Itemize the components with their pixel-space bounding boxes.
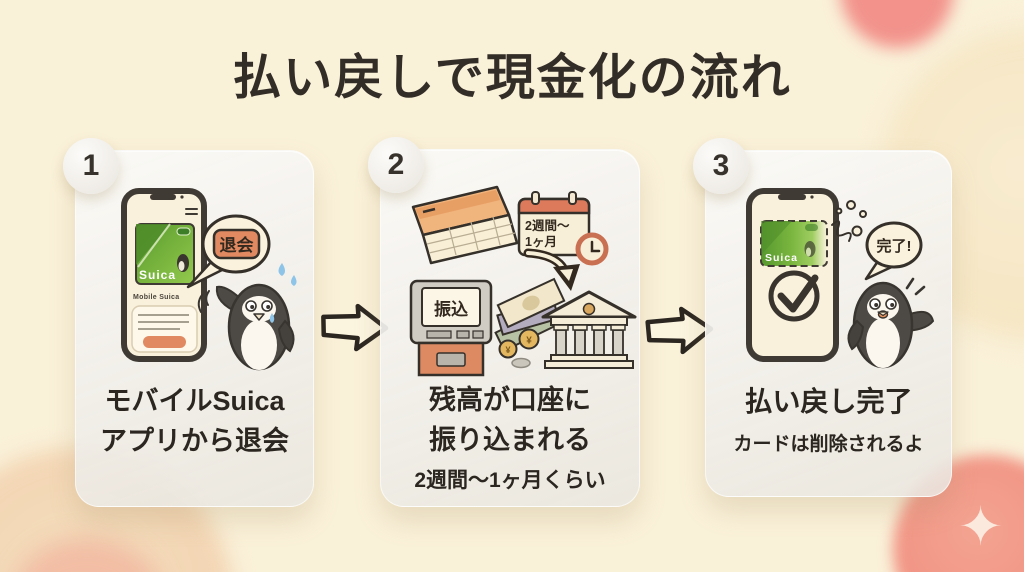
penguin-happy-icon — [847, 277, 935, 369]
app-form-panel — [131, 305, 198, 353]
calendar-text-line2: 1ヶ月 — [525, 235, 557, 249]
step3-subcaption: カードは削除されるよ — [733, 434, 924, 455]
suica-card-dissolving: Suica — [760, 200, 867, 267]
suica-penguin-mini-icon — [804, 241, 816, 257]
bank-passbook-icon — [411, 185, 519, 265]
excitement-lines-icon — [905, 277, 926, 296]
speech-bubble-kanryo: 完了! — [864, 221, 923, 281]
step2-number-badge: 2 — [368, 137, 424, 193]
bank-building-icon — [541, 290, 637, 369]
sparkle-icon: ✦ — [958, 497, 1004, 557]
coin-yen-symbol: ¥ — [526, 336, 532, 347]
suica-brand-text: Suica — [765, 252, 798, 264]
atm-icon: 振込 — [409, 279, 493, 377]
step3-caption: 払い戻し完了 — [706, 384, 951, 420]
speech-bubble-taikai: 退会 — [186, 214, 271, 289]
step1-illustration: Suica Mobile Suica 退会 — [121, 188, 297, 371]
coins-icon: ¥ ¥ — [498, 328, 540, 369]
step1-card: 1 — [63, 138, 314, 507]
calendar-icon: 2週間〜 1ヶ月 — [517, 191, 609, 266]
app-name-label: Mobile Suica — [133, 294, 179, 301]
step2-caption: 残高が口座に 振り込まれる — [381, 380, 639, 460]
step3-caption-line1: 払い戻し完了 — [744, 386, 913, 417]
step1-caption-line1: モバイルSuica — [104, 386, 285, 416]
bubble-text: 退会 — [220, 235, 254, 255]
penguin-crying-icon — [197, 283, 295, 371]
step1-caption-line2: アプリから退会 — [100, 426, 289, 456]
step2-illustration: 2週間〜 1ヶ月 振込 — [409, 185, 637, 377]
tear-drop-icon — [269, 313, 275, 323]
bubble-text: 完了! — [877, 237, 912, 255]
flying-tears-icon — [278, 263, 297, 286]
step3-number-badge: 3 — [693, 138, 749, 194]
unsubscribe-button-graphic — [143, 336, 186, 348]
transfer-arrow-icon — [523, 248, 580, 291]
step1-number-badge: 1 — [63, 138, 119, 194]
checkmark-icon — [768, 270, 820, 322]
suica-card: Suica — [135, 223, 195, 285]
calendar-text-line1: 2週間〜 — [525, 218, 570, 233]
dissolve-poof-icon — [831, 200, 867, 242]
suica-penguin-mini-icon — [177, 254, 189, 272]
clock-icon — [575, 232, 609, 266]
step2-caption-line2: 振り込まれる — [429, 425, 591, 455]
step3-card: 3 Suica — [693, 138, 952, 497]
flow-arrow-2-icon — [645, 306, 714, 355]
step2-caption-line1: 残高が口座に — [429, 385, 591, 415]
step2-subcaption: 2週間〜1ヶ月くらい — [414, 469, 606, 492]
atm-screen-label: 振込 — [434, 299, 468, 319]
flow-arrow-1-icon — [321, 303, 389, 352]
coin-yen-symbol: ¥ — [505, 345, 510, 355]
step1-caption: モバイルSuica アプリから退会 — [76, 381, 313, 461]
step2-card: 2 2週間〜 1ヶ月 — [368, 137, 640, 507]
step3-illustration: Suica — [746, 188, 935, 369]
page-title: 払い戻しで現金化の流れ — [232, 51, 792, 105]
suica-brand-text: Suica — [139, 268, 176, 282]
menu-icon — [185, 208, 198, 215]
